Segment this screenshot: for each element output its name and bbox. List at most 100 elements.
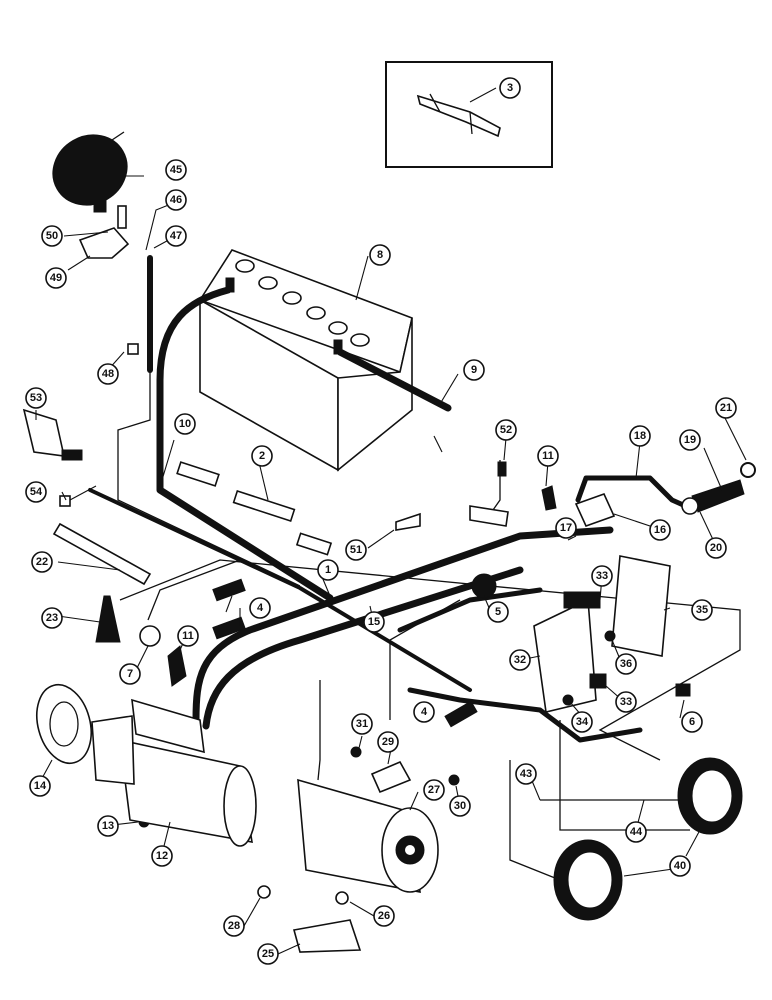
svg-text:43: 43	[520, 768, 532, 780]
svg-text:11: 11	[542, 450, 554, 462]
callout-33a: 33	[591, 565, 613, 587]
callout-36: 36	[615, 653, 637, 675]
svg-text:48: 48	[102, 368, 114, 380]
svg-text:29: 29	[382, 736, 394, 748]
callout-45: 45	[165, 159, 187, 181]
svg-text:49: 49	[50, 272, 62, 284]
svg-text:26: 26	[378, 910, 390, 922]
callout-52: 52	[495, 419, 517, 441]
sealed-beam-lamps	[553, 757, 743, 921]
svg-text:44: 44	[630, 826, 643, 838]
svg-text:21: 21	[720, 402, 732, 414]
callout-30: 30	[449, 795, 471, 817]
callout-3: 3	[499, 77, 521, 99]
callout-50: 50	[41, 225, 63, 247]
callout-44: 44	[625, 821, 647, 843]
callout-4a: 4	[249, 597, 271, 619]
svg-text:2: 2	[259, 450, 265, 462]
svg-text:25: 25	[262, 948, 274, 960]
callout-10: 10	[174, 413, 196, 435]
callout-7: 7	[119, 663, 141, 685]
svg-text:16: 16	[654, 524, 666, 536]
callout-43: 43	[515, 763, 537, 785]
callout-29: 29	[377, 731, 399, 753]
callout-25: 25	[257, 943, 279, 965]
callout-54: 54	[25, 481, 47, 503]
floodlight	[52, 131, 130, 259]
callout-6: 6	[681, 711, 703, 733]
svg-text:13: 13	[102, 820, 114, 832]
inset-box	[385, 61, 553, 168]
svg-text:36: 36	[620, 658, 632, 670]
callout-11b: 11	[177, 625, 199, 647]
svg-text:52: 52	[500, 424, 512, 436]
svg-text:28: 28	[228, 920, 240, 932]
svg-text:33: 33	[596, 570, 608, 582]
svg-text:45: 45	[170, 164, 182, 176]
svg-text:35: 35	[696, 604, 708, 616]
svg-text:18: 18	[634, 430, 646, 442]
callout-48: 48	[97, 363, 119, 385]
svg-text:19: 19	[684, 434, 696, 446]
callout-1: 1	[317, 559, 339, 581]
svg-text:4: 4	[257, 602, 264, 614]
callout-32: 32	[509, 649, 531, 671]
callout-40: 40	[669, 855, 691, 877]
svg-text:33: 33	[620, 696, 632, 708]
svg-text:6: 6	[689, 716, 695, 728]
callout-28: 28	[223, 915, 245, 937]
svg-text:47: 47	[170, 230, 182, 242]
svg-text:17: 17	[560, 522, 572, 534]
svg-text:27: 27	[428, 784, 440, 796]
svg-text:22: 22	[36, 556, 48, 568]
svg-text:7: 7	[127, 668, 133, 680]
callout-21: 21	[715, 397, 737, 419]
alternator	[292, 778, 439, 953]
svg-text:50: 50	[46, 230, 58, 242]
callout-4b: 4	[413, 701, 435, 723]
callout-35: 35	[691, 599, 713, 621]
svg-text:23: 23	[46, 612, 58, 624]
callout-2: 2	[251, 445, 273, 467]
callouts: 3 8 9 10 2 1 4 4 5 15 6 7 11 11 12 13 14…	[25, 77, 737, 965]
callout-23: 23	[41, 607, 63, 629]
callout-33b: 33	[615, 691, 637, 713]
svg-text:53: 53	[30, 392, 42, 404]
svg-text:40: 40	[674, 860, 686, 872]
callout-34: 34	[571, 711, 593, 733]
svg-text:32: 32	[514, 654, 526, 666]
svg-text:46: 46	[170, 194, 182, 206]
svg-text:34: 34	[576, 716, 589, 728]
battery-cables	[88, 255, 693, 743]
svg-text:14: 14	[34, 780, 47, 792]
callout-20: 20	[705, 537, 727, 559]
svg-text:54: 54	[30, 486, 43, 498]
callout-8: 8	[369, 244, 391, 266]
svg-text:9: 9	[471, 364, 477, 376]
svg-text:3: 3	[507, 82, 513, 94]
svg-text:15: 15	[368, 616, 380, 628]
callout-9: 9	[463, 359, 485, 381]
callout-26: 26	[373, 905, 395, 927]
svg-text:11: 11	[182, 630, 194, 642]
battery	[198, 249, 413, 472]
callout-17: 17	[555, 517, 577, 539]
callout-12: 12	[151, 845, 173, 867]
svg-text:1: 1	[325, 564, 331, 576]
callout-15: 15	[363, 611, 385, 633]
svg-text:12: 12	[156, 850, 168, 862]
callout-14: 14	[29, 775, 51, 797]
svg-text:30: 30	[454, 800, 466, 812]
callout-13: 13	[97, 815, 119, 837]
callout-51: 51	[345, 539, 367, 561]
callout-27: 27	[423, 779, 445, 801]
svg-text:31: 31	[356, 718, 368, 730]
svg-text:5: 5	[495, 606, 501, 618]
callout-49: 49	[45, 267, 67, 289]
callout-19: 19	[679, 429, 701, 451]
callout-47: 47	[165, 225, 187, 247]
callout-16: 16	[649, 519, 671, 541]
callout-46: 46	[165, 189, 187, 211]
svg-text:51: 51	[350, 544, 362, 556]
